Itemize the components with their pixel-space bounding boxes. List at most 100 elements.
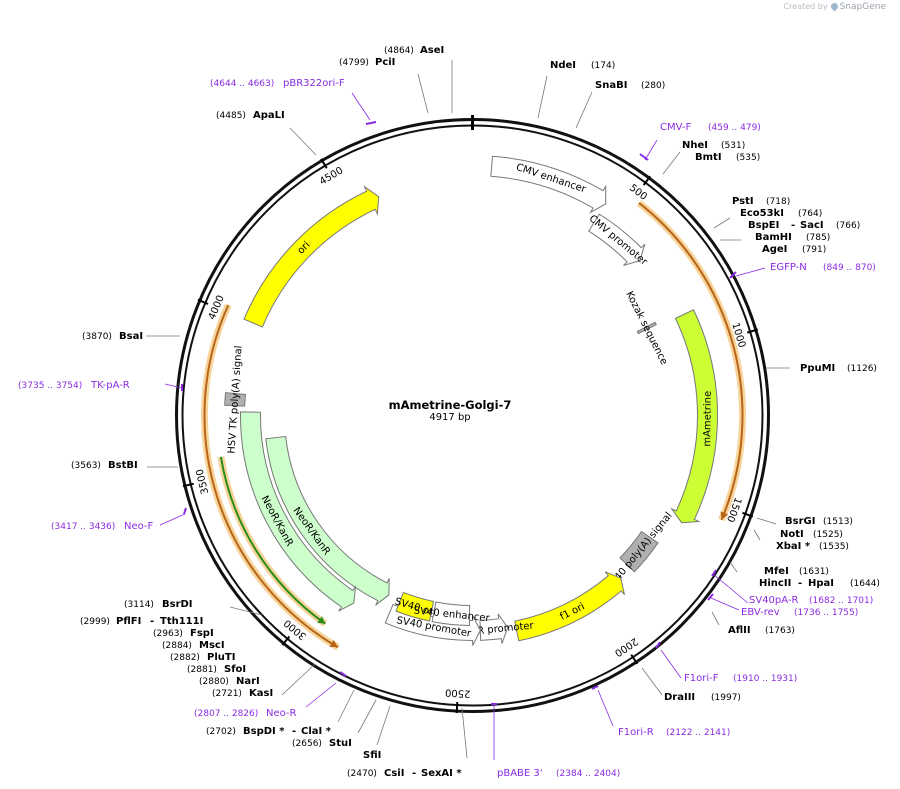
enzyme-name[interactable]: PciI [375,57,395,68]
primer-name[interactable]: pBR322ori-F [283,78,345,89]
primer-range: (2384 .. 2404) [556,769,620,779]
enzyme-pos: (1525) [813,530,843,540]
enzyme-pos: (2470) [347,769,377,779]
enzyme-name[interactable]: BmtI [695,152,722,163]
enzyme-pos: (2999) [80,617,110,627]
enzyme-pos: (766) [836,221,860,231]
enzyme-name[interactable]: BspEI [748,220,779,231]
feature-neor-kanr[interactable] [240,411,357,612]
enzyme-name[interactable]: BsrDI [162,599,193,610]
tick-mark [320,158,328,169]
enzyme-name[interactable]: BstBI [108,460,138,471]
enzyme-pos: (531) [721,141,745,151]
enzyme-name[interactable]: SnaBI [595,80,627,91]
enzyme-pos: (174) [591,61,615,71]
enzyme-name[interactable]: Eco53kI [740,208,784,219]
enzyme-name[interactable]: Tth111I [160,616,203,627]
enzyme-pos: (280) [641,81,665,91]
primer-name[interactable]: TK-pA-R [90,380,130,391]
enzyme-name[interactable]: PluTI [207,652,235,663]
enzyme-name[interactable]: NheI [682,140,708,151]
enzyme-name[interactable]: HpaI [808,578,834,589]
enzyme-name[interactable]: CsiI [384,768,404,779]
enzyme-name[interactable]: MfeI [764,566,789,577]
primer-range: (2122 .. 2141) [666,728,730,738]
enzyme-name[interactable]: AseI [420,45,444,56]
enzyme-name[interactable]: StuI [329,738,352,749]
enzyme-name[interactable]: SfiI [363,750,381,761]
plasmid-name: mAmetrine-Golgi-7 [388,398,512,412]
enzyme-name[interactable]: FspI [190,628,214,639]
tick-mark [742,511,754,518]
svg-text:-: - [791,220,795,231]
feature-sv40-enhancer[interactable] [431,601,471,626]
enzyme-name[interactable]: HincII [759,578,791,589]
svg-text:-: - [798,578,802,589]
primer-name[interactable]: EBV-rev [741,607,780,618]
enzyme-name[interactable]: BamHI [755,232,792,243]
primer-range: (1682 .. 1701) [809,596,873,606]
feature-cmv-promoter[interactable] [588,213,646,266]
enzyme-pos: (2880) [199,677,229,687]
enzyme-name[interactable]: KasI [249,688,273,699]
enzyme-name[interactable]: PpuMI [800,363,835,374]
primer-name[interactable]: Neo-F [124,521,154,532]
tick-mark [182,482,194,488]
feature-cmv-enhancer[interactable] [490,155,607,214]
enzyme-name[interactable]: BsaI [119,331,143,342]
enzyme-name[interactable]: SexAI * [421,768,462,779]
primer-name[interactable]: pBABE 3' [497,768,543,779]
feature-kozak-sequence[interactable] [636,321,657,335]
enzyme-name[interactable]: BsrGI [785,516,815,527]
feature-label: CMV promoter [587,213,650,268]
enzyme-name[interactable]: ApaLI [253,110,285,121]
tick-mark [281,635,291,646]
feature-hsv-tk-poly-a-signal[interactable] [224,392,247,407]
primer-name[interactable]: CMV-F [660,122,691,133]
enzyme-pos: (2881) [187,665,217,675]
feature-ampr-promoter[interactable] [479,613,509,644]
feature-sv40-ori[interactable] [395,591,435,622]
feature-mametrine[interactable] [670,309,718,524]
enzyme-name[interactable]: BspDI * [243,726,285,737]
enzyme-leaders [146,60,790,759]
enzyme-name[interactable]: NotI [780,529,804,540]
enzyme-pos: (1631) [799,567,829,577]
primer-name[interactable]: Neo-R [266,708,297,719]
enzyme-name[interactable]: PflFI [116,616,141,627]
enzyme-pos: (1763) [765,626,795,636]
enzyme-name[interactable]: AflII [728,625,751,636]
primer-leaders [159,92,766,760]
feature-ori[interactable] [243,185,380,328]
enzyme-name[interactable]: ClaI * [301,726,332,737]
enzyme-name[interactable]: PstI [732,196,754,207]
enzyme-name[interactable]: NarI [236,676,260,687]
primer-name[interactable]: SV40pA-R [749,595,798,606]
orf-arrowhead [317,616,326,624]
enzyme-pos: (3563) [71,461,101,471]
primer-range: (1736 .. 1755) [794,608,858,618]
tick-mark [630,654,639,665]
feature-sv40-poly-a-signal[interactable] [619,530,659,573]
primer-range: (3417 .. 3436) [51,522,115,532]
enzyme-name[interactable]: NdeI [550,60,576,71]
enzyme-name[interactable]: XbaI * [776,541,811,552]
enzyme-name[interactable]: DraIII [664,692,695,703]
enzyme-pos: (785) [806,233,830,243]
enzyme-name[interactable]: SfoI [224,664,246,675]
enzyme-name[interactable]: AgeI [762,244,787,255]
feature-f1-ori[interactable] [514,571,625,642]
primer-range: (1910 .. 1931) [733,674,797,684]
enzyme-pos: (2963) [153,629,183,639]
enzyme-pos: (718) [766,197,790,207]
enzyme-pos: (3114) [124,600,154,610]
enzyme-name[interactable]: MscI [199,640,225,651]
primer-name[interactable]: F1ori-R [618,727,654,738]
primer-name[interactable]: F1ori-F [684,673,719,684]
primer-name[interactable]: EGFP-N [770,262,807,273]
enzyme-name[interactable]: SacI [800,220,824,231]
enzyme-pos: (1997) [711,693,741,703]
tick-mark [455,702,459,714]
